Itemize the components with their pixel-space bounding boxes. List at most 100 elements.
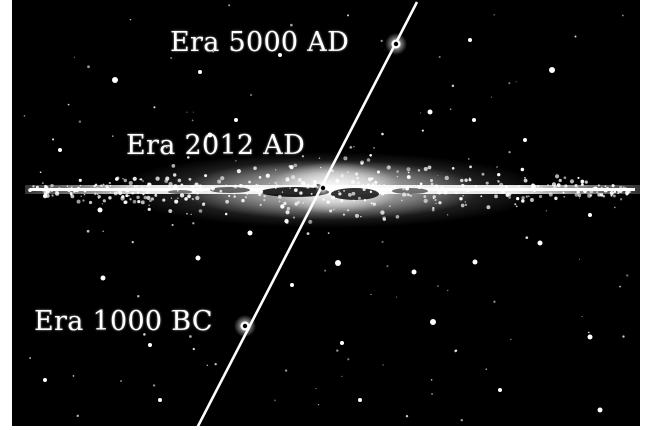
disk-star: [574, 184, 578, 188]
disk-star: [465, 188, 470, 193]
disk-star: [528, 195, 530, 197]
faint-star: [212, 50, 215, 53]
star: [537, 240, 543, 246]
disk-star: [484, 187, 486, 189]
disk-star: [164, 179, 169, 183]
disk-star: [602, 194, 606, 198]
disk-star: [347, 209, 350, 212]
disk-star: [374, 184, 378, 187]
disk-star: [496, 166, 498, 168]
disk-star: [348, 192, 352, 197]
disk-star: [371, 184, 375, 188]
era-2012-ad-label: Era 2012 AD: [126, 130, 306, 161]
disk-star: [123, 178, 128, 183]
faint-star: [274, 181, 277, 185]
disk-star: [93, 184, 96, 188]
disk-star: [396, 175, 399, 178]
disk-star: [55, 189, 59, 194]
disk-star: [497, 172, 501, 177]
disk-star: [133, 185, 136, 188]
faint-star: [342, 213, 346, 216]
disk-star: [354, 213, 359, 218]
faint-star: [405, 415, 409, 418]
disk-star: [505, 188, 508, 191]
disk-star: [343, 190, 345, 192]
disk-star: [255, 188, 260, 193]
disk-star: [281, 191, 284, 193]
faint-star: [214, 362, 217, 366]
disk-star: [225, 199, 229, 204]
disk-star: [257, 184, 259, 187]
disk-star: [202, 202, 205, 205]
disk-star: [386, 165, 391, 170]
disk-star: [589, 189, 594, 194]
disk-star: [83, 193, 86, 196]
faint-star: [23, 115, 26, 117]
disk-star: [95, 187, 100, 191]
disk-star: [87, 188, 90, 191]
disk-star: [485, 181, 489, 185]
disk-star: [494, 194, 498, 199]
disk-star: [356, 181, 361, 185]
disk-star: [356, 177, 359, 180]
faint-star: [497, 180, 499, 182]
disk-star: [523, 176, 526, 179]
star: [158, 398, 162, 402]
faint-star: [508, 151, 511, 154]
star: [335, 260, 341, 266]
star: [523, 138, 527, 142]
disk-star: [113, 191, 118, 196]
disk-star: [44, 185, 49, 190]
disk-star: [236, 169, 241, 174]
disk-star: [318, 157, 321, 160]
disk-star: [168, 209, 173, 214]
disk-star: [129, 198, 132, 201]
disk-star: [367, 177, 372, 182]
faint-star: [111, 135, 114, 137]
disk-star: [464, 201, 467, 203]
disk-star: [115, 177, 119, 181]
faint-star: [517, 185, 521, 188]
disk-star: [600, 186, 603, 189]
star: [549, 67, 555, 73]
disk-star: [76, 190, 79, 193]
disk-star: [275, 184, 279, 188]
disk-star: [405, 186, 410, 191]
disk-star: [51, 190, 53, 192]
disk-star: [122, 178, 124, 180]
disk-star: [73, 188, 78, 193]
faint-star: [170, 56, 173, 60]
star: [247, 230, 253, 236]
disk-star: [191, 198, 194, 201]
disk-star: [225, 184, 227, 186]
disk-star: [224, 212, 228, 216]
disk-star: [118, 190, 123, 196]
era-5000-ad-label: Era 5000 AD: [170, 27, 350, 58]
disk-star: [97, 197, 100, 199]
disk-star: [123, 200, 128, 204]
disk-star: [619, 185, 623, 190]
disk-star: [623, 187, 628, 191]
faint-star: [200, 39, 203, 42]
faint-star: [381, 240, 384, 244]
disk-star: [42, 189, 46, 193]
disk-star: [401, 199, 403, 202]
disk-star: [322, 198, 325, 201]
faint-star: [249, 93, 253, 97]
disk-star: [468, 177, 471, 179]
disk-star: [265, 173, 270, 178]
disk-star: [77, 187, 80, 189]
disk-star: [431, 208, 435, 212]
disk-star: [101, 203, 103, 205]
disk-star: [308, 219, 313, 224]
faint-star: [525, 236, 529, 239]
disk-star: [120, 188, 124, 191]
disk-star: [204, 174, 208, 178]
disk-star: [360, 162, 364, 165]
disk-star: [128, 181, 133, 186]
faint-star: [460, 418, 464, 422]
disk-star: [429, 178, 434, 183]
disk-star: [577, 176, 580, 180]
disk-star: [258, 175, 262, 179]
disk-star: [558, 178, 562, 183]
